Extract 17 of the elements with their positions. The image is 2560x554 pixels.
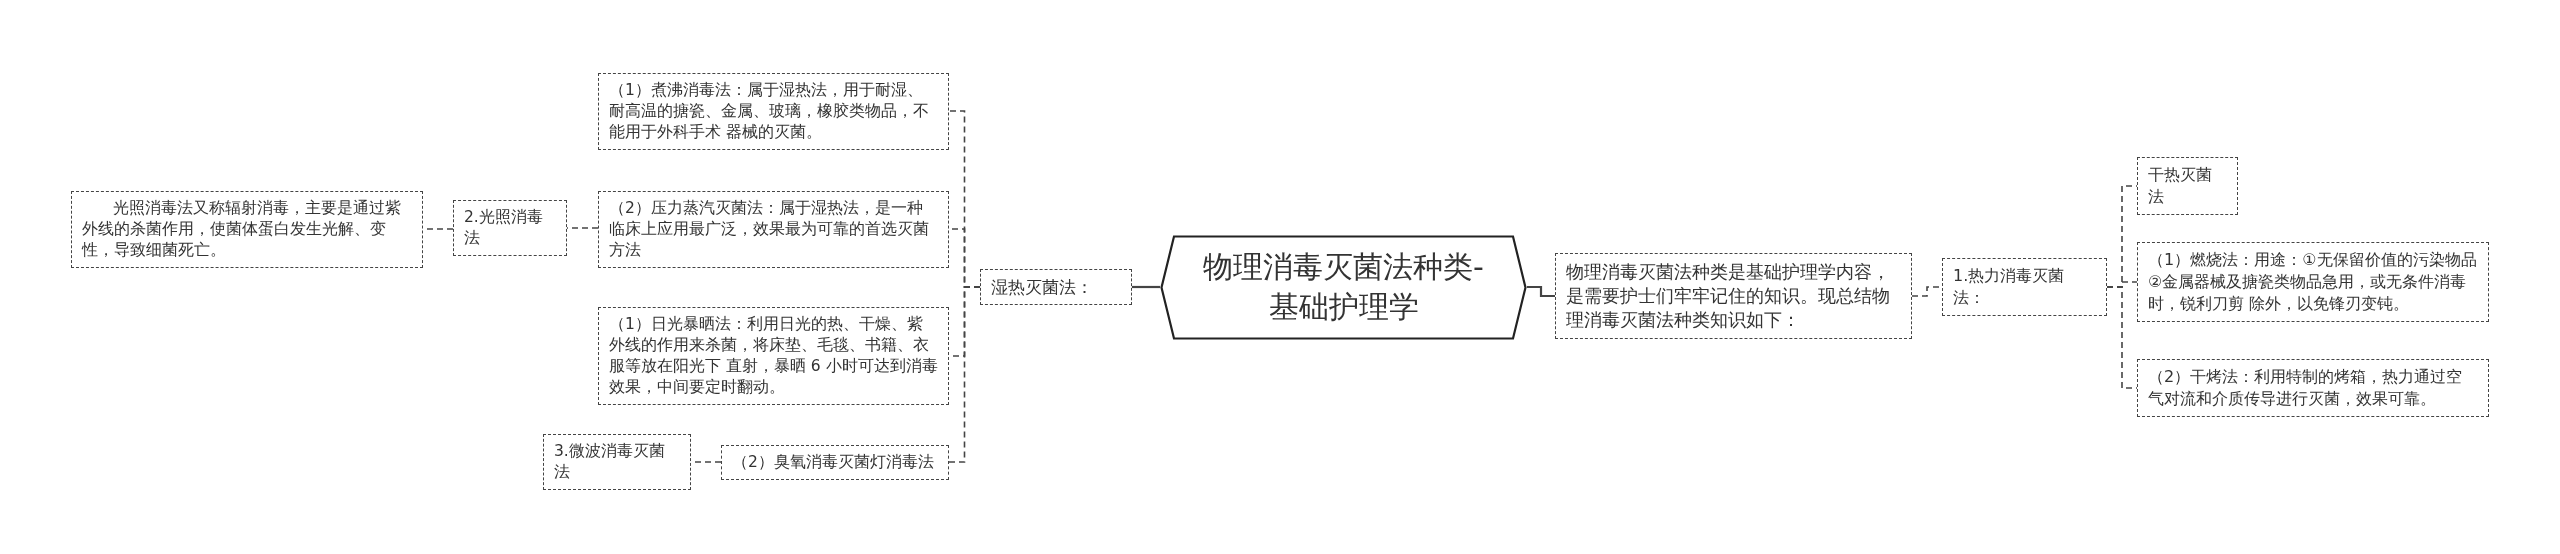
topic-box: （2）干烤法：利用特制的烤箱，热力通过空气对流和介质传导进行灭菌，效果可靠。 xyxy=(2137,359,2489,417)
central-topic-hexagon: 物理消毒灭菌法种类-基础护理学 xyxy=(1160,234,1527,340)
topic-box: 3.微波消毒灭菌法 xyxy=(543,434,691,490)
topic-box: 2.光照消毒法 xyxy=(453,200,567,256)
topic-box: （1）煮沸消毒法：属于湿热法，用于耐湿、耐高温的搪瓷、金属、玻璃，橡胶类物品，不能用于外科手术 器械的灭菌。 xyxy=(598,72,949,150)
topic-box: 干热灭菌法 xyxy=(2137,157,2238,215)
topic-box: （1）燃烧法：用途：①无保留价值的污染物品②金属器械及搪瓷类物品急用，或无条件消毒时，锐利刀剪 除外，以免锋刃变钝。 xyxy=(2137,242,2489,322)
topic-box: 1.热力消毒灭菌法： xyxy=(1942,258,2107,316)
connector-line xyxy=(948,286,981,463)
connector-line xyxy=(1527,285,1555,298)
topic-box: 光照消毒法又称辐射消毒，主要是通过紫外线的杀菌作用，使菌体蛋白发生光解、变性，导致细菌死亡。 xyxy=(71,190,423,268)
connector-line xyxy=(1132,285,1160,289)
topic-box: 物理消毒灭菌法种类是基础护理学内容，是需要护士们牢牢记住的知识。现总结物理消毒灭菌法种类知识如下： xyxy=(1555,253,1912,339)
topic-box: 湿热灭菌法： xyxy=(980,269,1132,305)
topic-box: （1）日光暴晒法：利用日光的热、干燥、紫外线的作用来杀菌，将床垫、毛毯、书籍、衣服等放在阳光下 直射，暴晒 6 小时可达到消毒效果，中间要定时翻动。 xyxy=(598,307,949,405)
topic-box: （2）臭氧消毒灭菌灯消毒法 xyxy=(721,444,949,480)
topic-box: （2）压力蒸汽灭菌法：属于湿热法，是一种临床上应用最广泛，效果最为可靠的首选灭菌方法 xyxy=(598,190,949,268)
